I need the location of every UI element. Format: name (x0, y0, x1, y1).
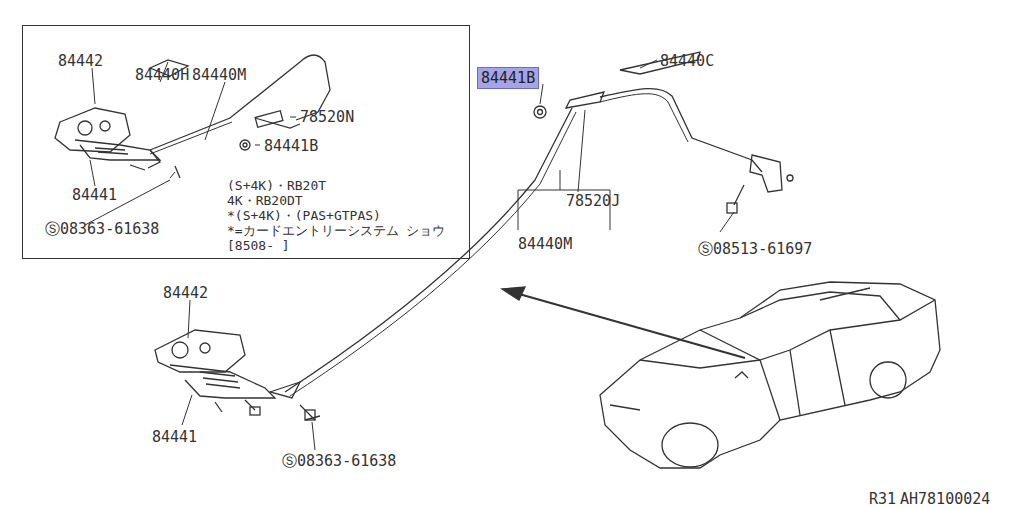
applicability-note: (S+4K)・RB20T (227, 178, 445, 193)
figure-code: AH78100024 (900, 490, 990, 508)
part-number: Ⓢ08513-61697 (698, 240, 812, 258)
figure-code: R31 (869, 490, 896, 508)
part-number: 78520N (300, 108, 354, 126)
part-number: 84441B (264, 137, 318, 155)
applicability-note: 4K・RB20DT (227, 193, 445, 208)
part-number: 84440C (660, 52, 714, 70)
highlighted-part-number: 84441B (477, 67, 539, 89)
applicability-note: [8508- ] (227, 238, 445, 253)
part-number: Ⓢ08363-61638 (282, 452, 396, 470)
part-number: 78520J (566, 192, 620, 210)
part-number: Ⓢ08363-61638 (45, 220, 159, 238)
part-number: 84441 (72, 186, 117, 204)
part-number: 84440M (518, 235, 572, 253)
applicability-note: *=カードエントリーシステム ショウ (227, 223, 445, 238)
part-number: 84441B (481, 69, 535, 87)
part-number: 84442 (163, 284, 208, 302)
part-number: 84440H (135, 66, 189, 84)
part-number: 84442 (58, 52, 103, 70)
part-number: 84441 (152, 428, 197, 446)
part-number: 84440M (192, 66, 246, 84)
applicability-note: *(S+4K)・(PAS+GTPAS) (227, 208, 445, 223)
